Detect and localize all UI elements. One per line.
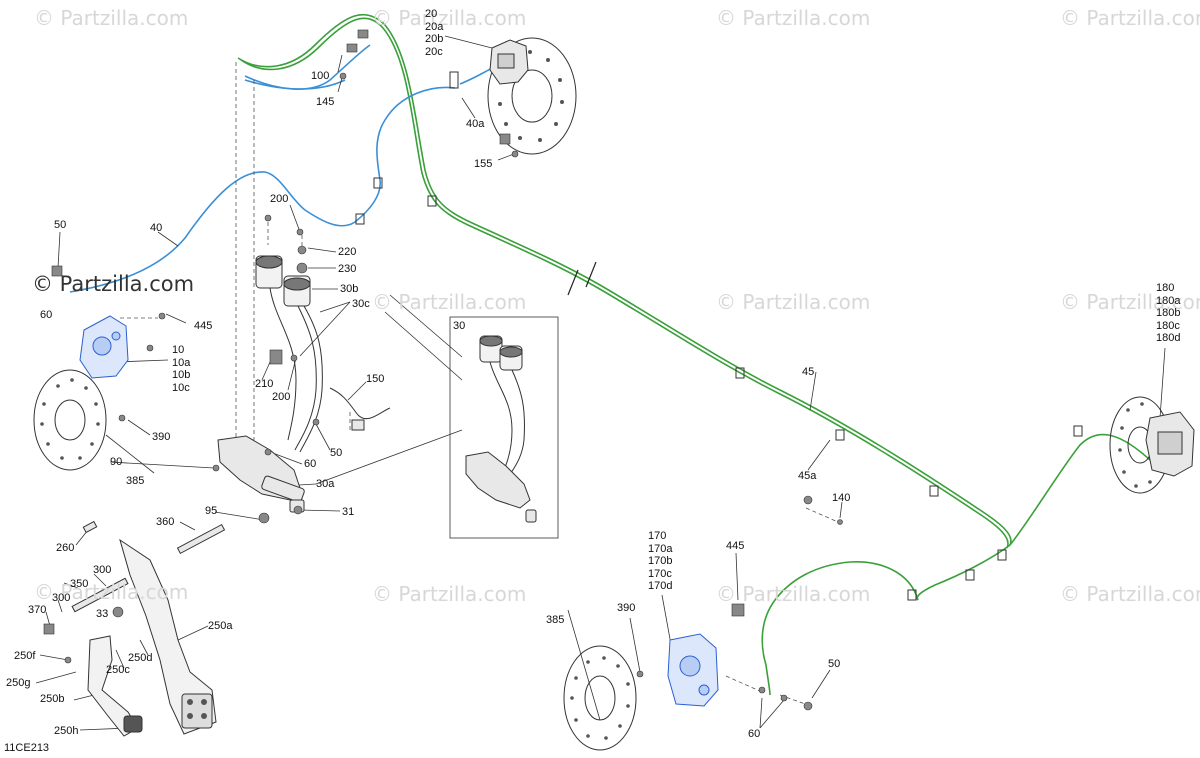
callout-250d: 250d — [128, 652, 153, 664]
callout-445: 445 — [726, 540, 745, 552]
leader-lines — [35, 35, 1166, 731]
callout-31: 31 — [342, 506, 355, 518]
pedal-shafts — [71, 520, 226, 613]
master-cylinder — [217, 435, 305, 513]
callout-50: 50 — [54, 219, 67, 231]
callout-95: 95 — [205, 505, 218, 517]
callout-30b: 30b — [340, 283, 359, 295]
callout-220: 220 — [338, 246, 357, 258]
callout-210: 210 — [255, 378, 274, 390]
callout-260: 260 — [56, 542, 75, 554]
line-break-marks — [567, 261, 597, 296]
callout-250g: 250g — [6, 677, 31, 689]
callout-100: 100 — [311, 70, 330, 82]
callout-155: 155 — [474, 158, 493, 170]
callout-30c: 30c — [352, 298, 370, 310]
callout-33: 33 — [96, 608, 109, 620]
caliper-top-right — [489, 39, 529, 85]
callout-40: 40 — [150, 222, 163, 234]
callout-250f: 250f — [14, 650, 36, 662]
callout-360: 360 — [156, 516, 175, 528]
caliper-bottom-blue — [667, 633, 719, 707]
brake-disc-left — [33, 369, 107, 471]
brake-pedal-assembly — [87, 538, 217, 737]
callout-250h: 250h — [54, 725, 79, 737]
callout-45: 45 — [802, 366, 815, 378]
callout-230: 230 — [338, 263, 357, 275]
callout-385: 385 — [546, 614, 565, 626]
diagram-code: 11CE213 — [4, 742, 50, 754]
brake-disc-top-right — [487, 37, 577, 155]
brake-reservoirs — [255, 255, 311, 307]
fasteners — [43, 29, 843, 711]
callout-145: 145 — [316, 96, 335, 108]
callout-250c: 250c — [106, 664, 130, 676]
callout-45a: 45a — [798, 470, 817, 482]
callout-300: 300 — [52, 592, 71, 604]
callout-150: 150 — [366, 373, 385, 385]
reservoir-hoses — [269, 287, 323, 453]
caliper-left-blue — [79, 315, 129, 379]
callout-390: 390 — [617, 602, 636, 614]
green-brake-line — [237, 13, 1151, 696]
callout-60: 60 — [40, 309, 53, 321]
callout-445: 445 — [194, 320, 213, 332]
line-clips — [355, 71, 1083, 601]
callout-390: 390 — [152, 431, 171, 443]
callout-300: 300 — [93, 564, 112, 576]
brake-disc-bottom — [563, 645, 637, 751]
callout-200: 200 — [272, 391, 291, 403]
callout-370: 370 — [28, 604, 47, 616]
callout-90: 90 — [110, 456, 123, 468]
callout-385: 385 — [126, 475, 145, 487]
callout-30-inset: 30 — [453, 320, 466, 332]
callout-250a: 250a — [208, 620, 233, 632]
caliper-right — [1145, 411, 1195, 477]
callout-50: 50 — [828, 658, 841, 670]
callout-50: 50 — [330, 447, 343, 459]
callout-250b: 250b — [40, 693, 65, 705]
callout-30a: 30a — [316, 478, 335, 490]
callout-200: 200 — [270, 193, 289, 205]
inset-30-box — [449, 316, 559, 539]
callout-350: 350 — [70, 578, 89, 590]
brake-sensor-150 — [329, 387, 391, 431]
callout-140: 140 — [832, 492, 851, 504]
callout-60: 60 — [304, 458, 317, 470]
callout-40a: 40a — [466, 118, 485, 130]
blue-brake-line — [69, 44, 506, 293]
callout-60: 60 — [748, 728, 761, 740]
